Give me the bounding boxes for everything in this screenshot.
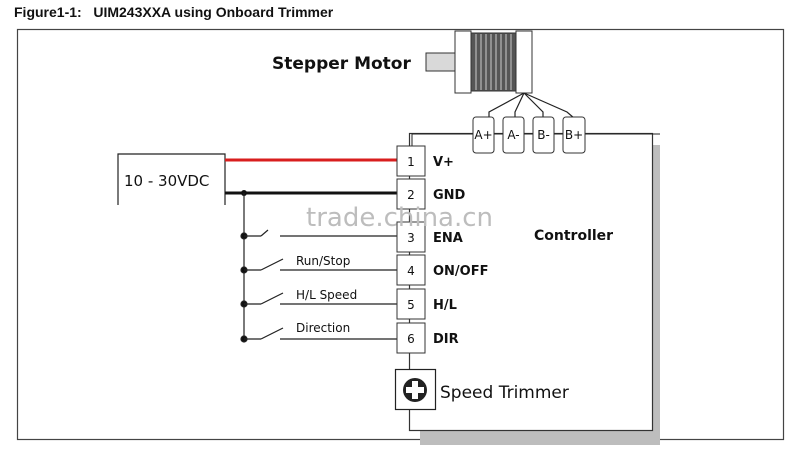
pin-box	[396, 288, 426, 320]
phase-terminal-b-minus	[532, 116, 555, 154]
motor-body	[470, 32, 517, 92]
figure-title: Figure1-1: UIM243XXA using Onboard Trimm…	[14, 4, 334, 20]
pin-number: 5	[407, 298, 415, 312]
pin-box	[396, 254, 426, 286]
pin-terminals: 1 V+ 2 GND 3 ENA 4 ON/OFF 5 H/L 6 DIR	[396, 145, 489, 354]
pin-box	[396, 145, 426, 177]
phase-label: B+	[565, 128, 583, 142]
phase-terminals: A+ A- B- B+	[472, 116, 586, 154]
motor-flange-rear	[515, 30, 533, 94]
pin-number: 6	[407, 332, 415, 346]
outer-frame	[16, 28, 785, 441]
phase-label: B-	[537, 128, 550, 142]
pin-box	[396, 322, 426, 354]
pin-name: V+	[433, 155, 454, 170]
controller-box	[408, 132, 654, 432]
pin-name: GND	[433, 188, 466, 203]
pin-box	[396, 221, 426, 253]
pin-name: ON/OFF	[433, 264, 489, 279]
motor-leads	[488, 92, 575, 119]
switch-label-run-stop: Run/Stop	[296, 254, 350, 268]
pin-name: DIR	[433, 332, 459, 347]
controller-label: Controller	[534, 228, 613, 244]
phase-terminal-b-plus	[562, 116, 586, 154]
phase-label: A+	[474, 128, 492, 142]
speed-trimmer-label: Speed Trimmer	[440, 383, 569, 403]
switch-label-direction: Direction	[296, 321, 350, 335]
pin-box	[396, 178, 426, 210]
phase-terminal-a-plus	[472, 116, 495, 154]
phase-label: A-	[507, 128, 519, 142]
motor-label: Stepper Motor	[272, 54, 411, 74]
pin-number: 3	[407, 231, 415, 245]
pin-number: 2	[407, 188, 415, 202]
power-supply-label: 10 - 30VDC	[124, 172, 209, 190]
power-supply-box	[117, 153, 226, 205]
pin-name: H/L	[433, 298, 457, 313]
pin-number: 1	[407, 155, 415, 169]
motor-shaft	[425, 52, 457, 72]
pin-number: 4	[407, 264, 415, 278]
trimmer-icon	[403, 378, 427, 402]
phase-terminal-a-minus	[502, 116, 525, 154]
switch-label-hl-speed: H/L Speed	[296, 288, 357, 302]
stepper-motor	[425, 30, 533, 94]
switch-branches	[240, 229, 397, 343]
pin-name: ENA	[433, 231, 463, 246]
motor-flange-front	[454, 30, 472, 94]
watermark: trade.china.cn	[306, 203, 493, 233]
